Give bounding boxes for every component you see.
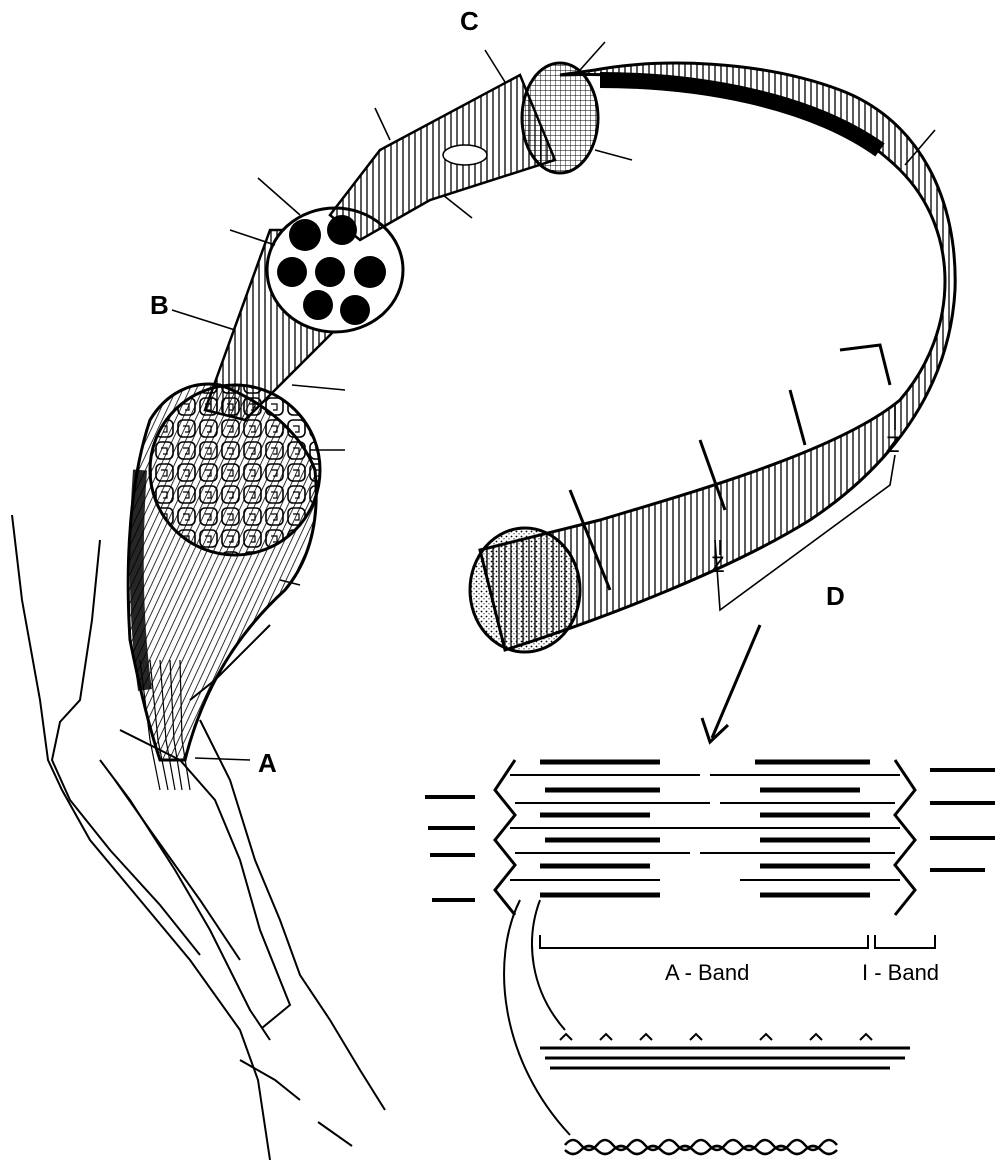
muscle-fiber-cross-section xyxy=(522,63,598,173)
label-i-band: I - Band xyxy=(862,960,939,985)
label-z-upper: Z xyxy=(886,432,899,457)
z-line-left xyxy=(495,760,515,915)
zoom-arrow xyxy=(702,625,760,742)
thin-filament-detail xyxy=(565,1140,837,1154)
sarcomere xyxy=(425,760,995,1154)
thick-filament-detail xyxy=(540,1034,910,1068)
label-d: D xyxy=(826,581,845,611)
label-c: C xyxy=(460,6,479,36)
label-z-lower: Z xyxy=(711,552,724,577)
a-band-bracket xyxy=(540,935,868,948)
label-a: A xyxy=(258,748,277,778)
z-line-right xyxy=(895,760,915,915)
myofibril-cross-section xyxy=(470,528,580,652)
label-a-band: A - Band xyxy=(665,960,749,985)
label-b: B xyxy=(150,290,169,320)
i-band-bracket xyxy=(875,935,935,948)
muscle-fiber xyxy=(330,75,555,240)
